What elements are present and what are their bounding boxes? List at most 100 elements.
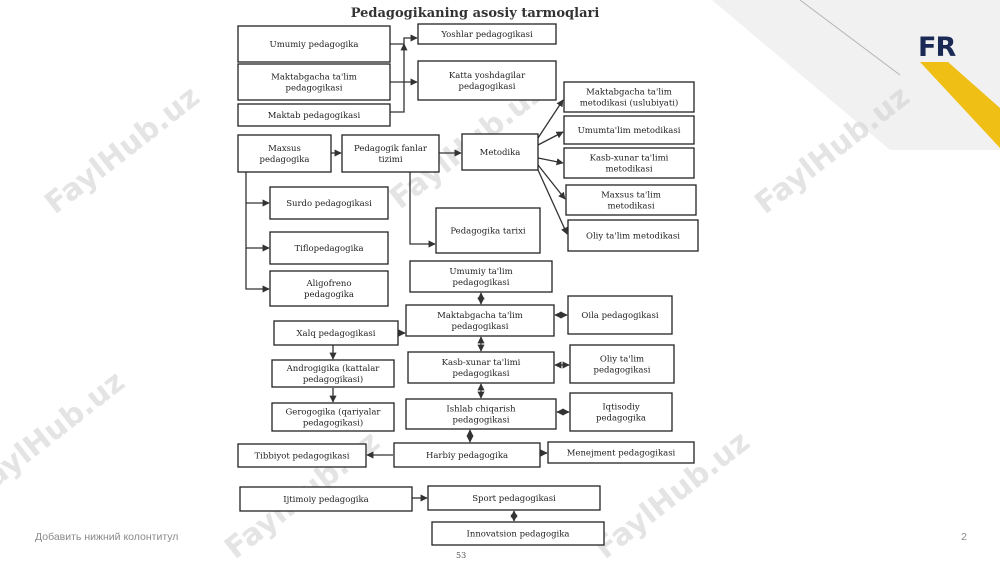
node-box	[407, 351, 555, 384]
node-label: Umumta'lim metodikasi	[578, 126, 681, 136]
node-label: Menejment pedagogikasi	[567, 449, 676, 459]
node-umumta-metodikasi: Umumta'lim metodikasi	[563, 115, 695, 145]
node-label: Maktabgacha ta'lim	[437, 311, 523, 321]
diagram-title: Pedagogikaning asosiy tarmoqlari	[351, 6, 600, 21]
node-box	[269, 186, 389, 220]
node-label: Gerogogika (qariyalar	[286, 407, 382, 418]
node-label: Innovatsion pedagogika	[466, 530, 569, 540]
grey-corner-panel	[712, 0, 1000, 150]
node-label: Pedagogik fanlar	[354, 144, 428, 154]
connector-metodika-to-maxsus-metodikasi	[537, 164, 566, 200]
node-label: pedagogikasi	[453, 369, 510, 379]
scan-page-number: 53	[456, 551, 467, 560]
node-box	[237, 443, 367, 468]
connector-maktab-to-katta-yosh	[390, 78, 418, 113]
node-tibbiyot: Tibbiyot pedagogikasi	[237, 443, 367, 468]
node-ijtimoiy: Ijtimoiy pedagogika	[239, 486, 413, 512]
node-label: Kasb-xunar ta'limi	[590, 154, 669, 164]
node-label: Aligofreno	[306, 279, 352, 289]
node-label: Umumiy ta'lim	[449, 267, 512, 277]
node-box	[569, 344, 675, 384]
node-surdo: Surdo pedagogikasi	[269, 186, 389, 220]
node-label: Katta yoshdagilar	[449, 71, 526, 81]
node-label: Oliy ta'lim metodikasi	[586, 232, 680, 242]
node-box	[435, 207, 541, 254]
node-box	[237, 63, 391, 101]
connector-metodika-to-umumta-metodikasi	[537, 131, 564, 146]
node-harbiy: Harbiy pedagogika	[393, 442, 541, 468]
connector-maktabgacha-top-to-yoshlar	[390, 43, 408, 83]
node-label: pedagogikasi	[459, 82, 516, 92]
node-oliy-metodikasi: Oliy ta'lim metodikasi	[567, 219, 699, 252]
node-box	[269, 231, 389, 265]
node-label: Maktabgacha ta'lim	[271, 73, 357, 83]
node-box	[569, 392, 673, 432]
node-pedagogika-tarixi: Pedagogika tarixi	[435, 207, 541, 254]
nodes-layer: Umumiy pedagogika Yoshlar pedagogikasiMak…	[237, 23, 699, 546]
node-box	[409, 260, 553, 293]
node-box	[427, 485, 601, 511]
node-label: metodikasi	[607, 202, 654, 212]
node-box	[563, 147, 695, 179]
node-label: Kasb-xunar ta'limi	[442, 358, 521, 368]
node-box	[237, 25, 391, 63]
node-box	[547, 441, 695, 464]
node-label: Yoshlar pedagogikasi	[440, 30, 533, 40]
node-box	[405, 398, 557, 430]
node-box	[405, 304, 555, 337]
yellow-accent-stripe	[920, 62, 1000, 148]
node-box	[271, 359, 395, 388]
node-label: Maxsus ta'lim	[601, 191, 661, 201]
connector-maxsus-to-surdo	[245, 172, 270, 207]
node-umumiy: Umumiy pedagogika	[237, 25, 391, 63]
connector-metodika-to-mm-metodikasi	[537, 99, 564, 139]
node-label: Ijtimoiy pedagogika	[283, 495, 368, 505]
node-label: Metodika	[480, 148, 521, 158]
node-label: pedagogikasi	[453, 416, 510, 426]
node-label: pedagogikasi)	[303, 374, 363, 385]
node-box	[461, 133, 539, 171]
node-tiflo: Tiflopedagogika	[269, 231, 389, 265]
node-label: pedagogikasi	[594, 366, 651, 376]
slide-footer[interactable]: Добавить нижний колонтитул	[35, 531, 179, 543]
node-box	[271, 402, 395, 432]
node-box	[431, 521, 605, 546]
node-box	[341, 134, 440, 173]
node-box	[563, 115, 695, 145]
node-box	[567, 295, 673, 335]
node-label: metodikasi (uslubiyati)	[580, 98, 679, 109]
node-label: Ishlab chiqarish	[446, 405, 516, 415]
node-box	[565, 184, 697, 216]
node-box	[417, 23, 557, 45]
node-label: Oila pedagogikasi	[581, 311, 658, 321]
node-maktab: Maktab pedagogikasi	[237, 103, 391, 127]
node-box	[273, 320, 399, 346]
node-label: tizimi	[378, 155, 402, 165]
node-label: Sport pedagogikasi	[472, 494, 556, 504]
node-yoshlar: Yoshlar pedagogikasi	[417, 23, 557, 45]
node-label: Maktab pedagogikasi	[268, 111, 361, 121]
node-menejment: Menejment pedagogikasi	[547, 441, 695, 464]
node-label: Tibbiyot pedagogikasi	[254, 452, 349, 462]
node-label: metodikasi	[605, 165, 652, 175]
node-metodika: Metodika	[461, 133, 539, 171]
connector-maxsus-to-aligofreno	[245, 248, 270, 293]
node-label: Maktabgacha ta'lim	[586, 88, 672, 98]
node-label: pedagogikasi	[286, 84, 343, 94]
node-box	[239, 486, 413, 512]
node-box	[393, 442, 541, 468]
node-label: Oliy ta'lim	[600, 355, 644, 365]
brand-logo: FR	[918, 32, 956, 63]
node-label: Umumiy pedagogika	[270, 40, 359, 50]
